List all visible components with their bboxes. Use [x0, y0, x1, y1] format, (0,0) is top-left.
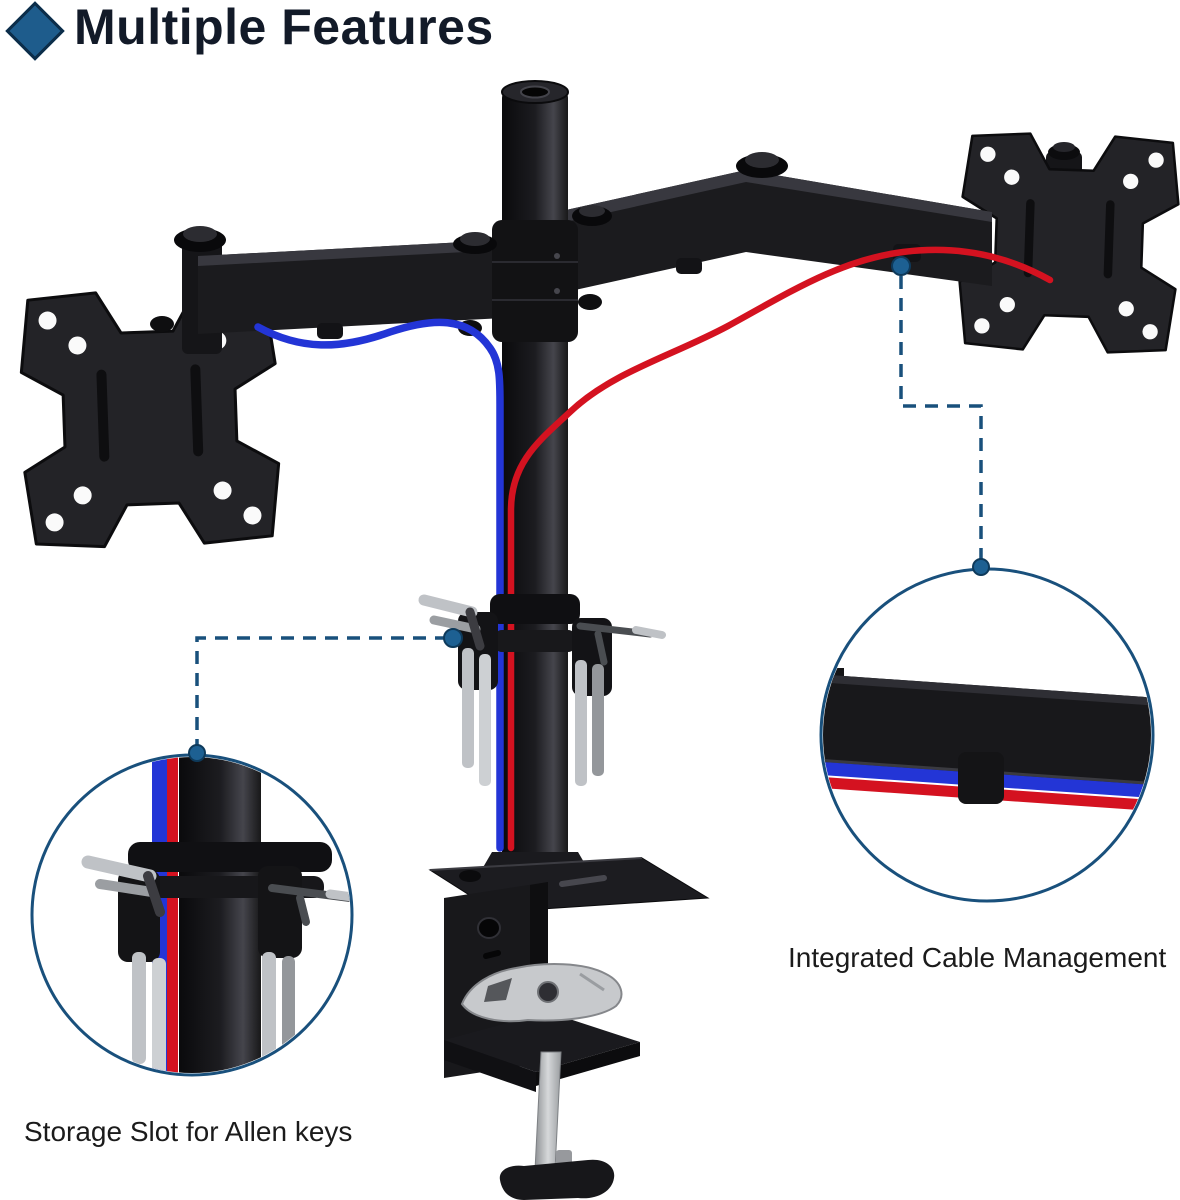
callout-line-storage: [195, 628, 463, 748]
left-arm: [174, 226, 504, 339]
blue-cable: [254, 318, 504, 852]
inset-cable-management: [819, 558, 1155, 903]
red-cable: [507, 246, 1054, 852]
right-vesa-plate: [956, 130, 1180, 356]
allen-key-storage: [418, 594, 666, 786]
caption-allen-key-storage: Storage Slot for Allen keys: [24, 1116, 353, 1147]
right-arm: [566, 152, 992, 310]
callout-line-cable: [891, 256, 983, 560]
pole: [453, 80, 612, 876]
caption-cable-management: Integrated Cable Management: [788, 942, 1167, 973]
clamp-t-handle: [499, 1159, 615, 1200]
page-title: Multiple Features: [74, 0, 494, 55]
inset-allen-key-storage: [30, 744, 354, 1077]
desk-clamp: [428, 857, 710, 1200]
